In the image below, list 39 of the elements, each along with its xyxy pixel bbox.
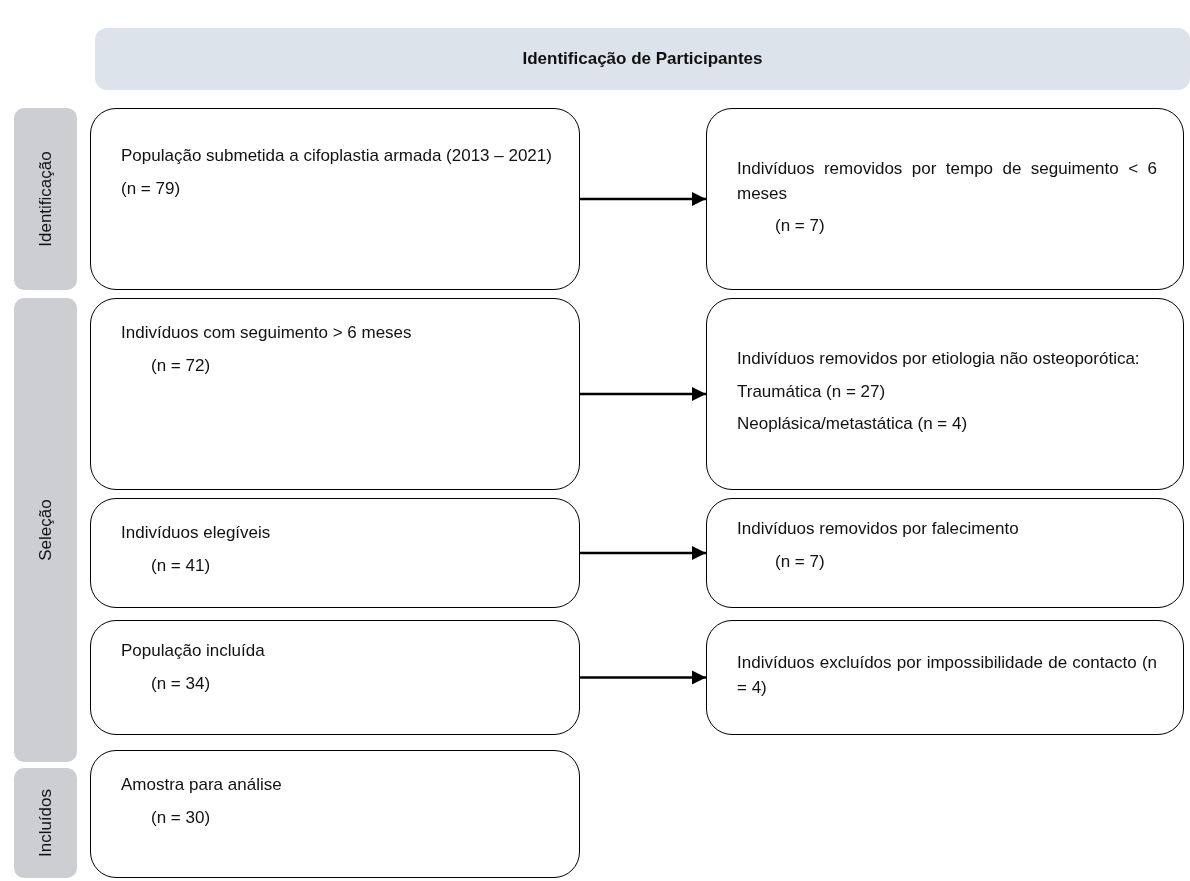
box-text: Indivíduos removidos por tempo de seguimento < 6 meses xyxy=(737,158,1157,205)
section-band xyxy=(14,108,77,290)
process-box xyxy=(706,298,1184,490)
count-text: (n = 34) xyxy=(151,672,212,695)
process-box xyxy=(90,750,580,878)
process-box xyxy=(706,108,1184,290)
process-box xyxy=(90,620,580,735)
arrow xyxy=(580,386,706,402)
section-band xyxy=(14,768,77,878)
arrow xyxy=(580,545,706,561)
process-box xyxy=(90,498,580,608)
count-text: Traumática (n = 27) xyxy=(737,380,887,403)
box-text: Indivíduos excluídos por impossibilidade de contacto (n = 4) xyxy=(737,652,1157,699)
box-text: Amostra para análise xyxy=(121,774,283,796)
box-text: Indivíduos com seguimento > 6 meses xyxy=(121,322,413,344)
section-band xyxy=(14,298,77,762)
box-text: População incluída xyxy=(121,640,266,662)
box-text: Indivíduos removidos por etiologia não osteoporótica: xyxy=(737,348,1141,370)
count-text: (n = 79) xyxy=(121,177,182,200)
section-label: Seleção xyxy=(35,499,56,561)
diagram-heading: Identificação de Participantes xyxy=(522,49,763,69)
section-label: Identificação xyxy=(35,151,56,247)
arrow xyxy=(580,191,706,207)
box-text: Indivíduos removidos por falecimento xyxy=(737,518,1020,540)
process-box xyxy=(706,498,1184,608)
count-text: (n = 30) xyxy=(151,806,212,829)
header-band xyxy=(95,28,1190,90)
count-text: (n = 7) xyxy=(775,215,826,238)
process-box xyxy=(90,108,580,290)
section-label: Incluídos xyxy=(35,789,56,857)
box-text: População submetida a cifoplastia armada (2013 – 2021) xyxy=(121,145,553,167)
count-text: Neoplásica/metastática (n = 4) xyxy=(737,413,969,436)
process-box xyxy=(706,620,1184,735)
count-text: (n = 7) xyxy=(775,550,826,573)
box-text: Indivíduos elegíveis xyxy=(121,522,272,544)
count-text: (n = 41) xyxy=(151,554,212,577)
count-text: (n = 72) xyxy=(151,354,212,377)
process-box xyxy=(90,298,580,490)
arrow xyxy=(580,670,706,685)
